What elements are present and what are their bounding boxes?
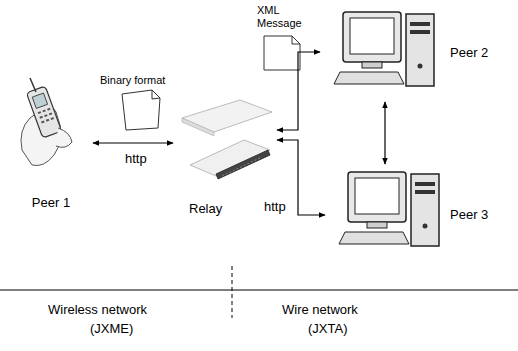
desktop-computer bbox=[334, 12, 434, 86]
document-icon bbox=[264, 36, 300, 70]
text-label: Wireless network bbox=[48, 303, 147, 318]
peer-node: Peer 1 bbox=[12, 74, 90, 220]
peer-node: Peer 2 bbox=[322, 6, 508, 100]
node-label: Peer 1 bbox=[32, 196, 70, 211]
connector-arrow bbox=[93, 142, 173, 143]
text-label: Wire network bbox=[282, 303, 358, 318]
connector-arrow bbox=[384, 102, 385, 164]
text-label: (JXME) bbox=[90, 322, 133, 337]
node-label: Peer 2 bbox=[450, 46, 488, 61]
connector-arrow bbox=[277, 52, 320, 130]
dashed-divider bbox=[232, 266, 233, 318]
document-icon bbox=[122, 90, 160, 130]
mobile-phone bbox=[21, 78, 72, 166]
text-label: XML Message bbox=[257, 4, 309, 29]
node-label: Relay bbox=[189, 202, 222, 217]
peer-node: Relay bbox=[175, 92, 275, 222]
text-label: Binary format bbox=[100, 74, 165, 87]
divider-line bbox=[0, 290, 518, 291]
node-label: Peer 3 bbox=[450, 208, 488, 223]
desktop-computer bbox=[339, 172, 439, 246]
peer-node: Peer 3 bbox=[327, 166, 508, 260]
edge-label: http bbox=[263, 200, 287, 215]
text-label: (JXTA) bbox=[308, 322, 347, 337]
edge-label: http bbox=[124, 152, 148, 167]
relay-device bbox=[182, 100, 272, 179]
